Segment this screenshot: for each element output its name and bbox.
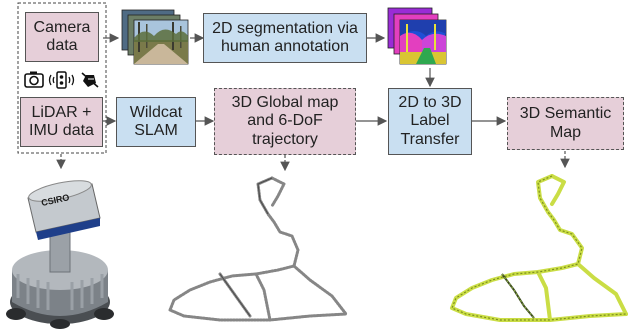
camera-data-label: Camera data (33, 18, 91, 54)
input-group-outline (17, 2, 107, 154)
camera-icon (24, 71, 44, 88)
imu-icon (81, 72, 99, 88)
segmentation-label: 2D segmentation via human annotation (212, 19, 358, 55)
lidar-sensor-device: CSIRO (6, 180, 114, 329)
lidar-sensor-icon (48, 71, 75, 89)
label-transfer-label: 2D to 3D Label Transfer (398, 93, 462, 148)
sensor-icons-row (24, 71, 99, 89)
lidar-imu-label: LiDAR + IMU data (29, 103, 94, 139)
semantic-map-point-cloud (450, 174, 628, 322)
global-map-label: 3D Global map and 6-DoF trajectory (231, 93, 339, 148)
wildcat-slam-box: Wildcat SLAM (116, 97, 196, 147)
segmentation-masks-stack (387, 7, 447, 65)
segmentation-mask (399, 19, 447, 65)
semantic-map-box: 3D Semantic Map (507, 97, 624, 150)
camera-data-box: Camera data (25, 12, 99, 62)
camera-images-stack (121, 9, 189, 65)
global-map-box: 3D Global map and 6-DoF trajectory (214, 88, 356, 155)
segmentation-box: 2D segmentation via human annotation (203, 13, 367, 63)
lidar-imu-box: LiDAR + IMU data (20, 97, 103, 147)
semantic-map-label: 3D Semantic Map (519, 105, 612, 141)
label-transfer-box: 2D to 3D Label Transfer (388, 88, 472, 155)
wildcat-slam-label: Wildcat SLAM (129, 103, 183, 139)
forest-photo (133, 19, 189, 65)
global-map-point-cloud (168, 176, 348, 322)
